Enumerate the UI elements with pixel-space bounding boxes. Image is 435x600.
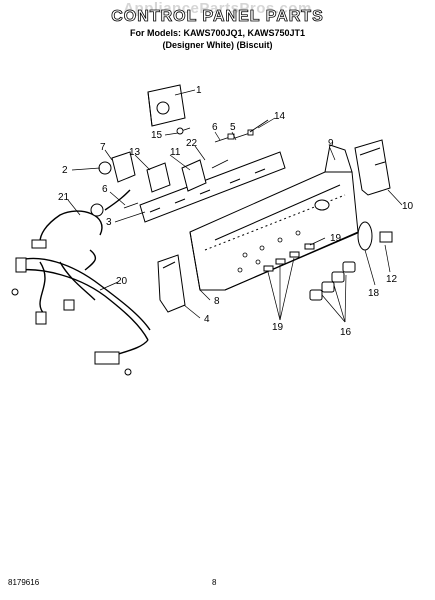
variant-line: (Designer White) (Biscuit): [162, 40, 273, 50]
callout-20: 20: [116, 276, 128, 287]
callout-19b: 19: [272, 322, 284, 333]
callout-1: 1: [196, 85, 202, 96]
control-knobs: [309, 261, 356, 301]
callout-4: 4: [204, 314, 210, 325]
callout-2: 2: [62, 165, 68, 176]
callout-18: 18: [368, 288, 380, 299]
screws: [123, 119, 269, 209]
watermark: AppliancePartsPros.com: [123, 0, 312, 17]
callout-7: 7: [100, 142, 106, 153]
callout-21: 21: [58, 192, 70, 203]
switch-11: [181, 159, 207, 192]
page-number: 8: [212, 578, 217, 587]
mounting-bracket: [139, 151, 286, 223]
callout-10: 10: [402, 201, 414, 212]
callout-leaders: [67, 89, 403, 323]
selector-knob-assembly: [357, 221, 393, 251]
callout-6b: 6: [102, 184, 108, 195]
wiring-harness: [19, 189, 151, 359]
callout-labels: 1 2 3 4 5 6 6 7 8 9 10 11 12 13 14 15 16…: [58, 85, 414, 338]
left-end-cap: [157, 254, 186, 313]
callout-14: 14: [274, 111, 286, 122]
diagram-part-number: 8179616: [8, 578, 40, 587]
switch-7: [98, 151, 136, 183]
callout-22: 22: [186, 138, 198, 149]
panel-holes: [237, 230, 301, 273]
callout-5: 5: [230, 122, 236, 133]
switch-13: [146, 162, 171, 193]
callout-8: 8: [214, 296, 220, 307]
timer: [147, 84, 186, 127]
callout-15: 15: [151, 130, 163, 141]
callout-12: 12: [386, 274, 398, 285]
harness-connectors: [11, 203, 132, 376]
callout-9: 9: [328, 138, 334, 149]
push-buttons: [263, 243, 315, 272]
page-title: CONTROL PANEL PARTS: [111, 8, 324, 26]
callout-16: 16: [340, 327, 352, 338]
callout-13: 13: [129, 147, 141, 158]
callout-11: 11: [170, 147, 181, 158]
right-end-cap: [354, 139, 391, 196]
callout-6a: 6: [212, 122, 218, 133]
callout-3: 3: [106, 217, 112, 228]
models-line: For Models: KAWS700JQ1, KAWS750JT1: [129, 28, 306, 38]
callout-19a: 19: [330, 233, 342, 244]
